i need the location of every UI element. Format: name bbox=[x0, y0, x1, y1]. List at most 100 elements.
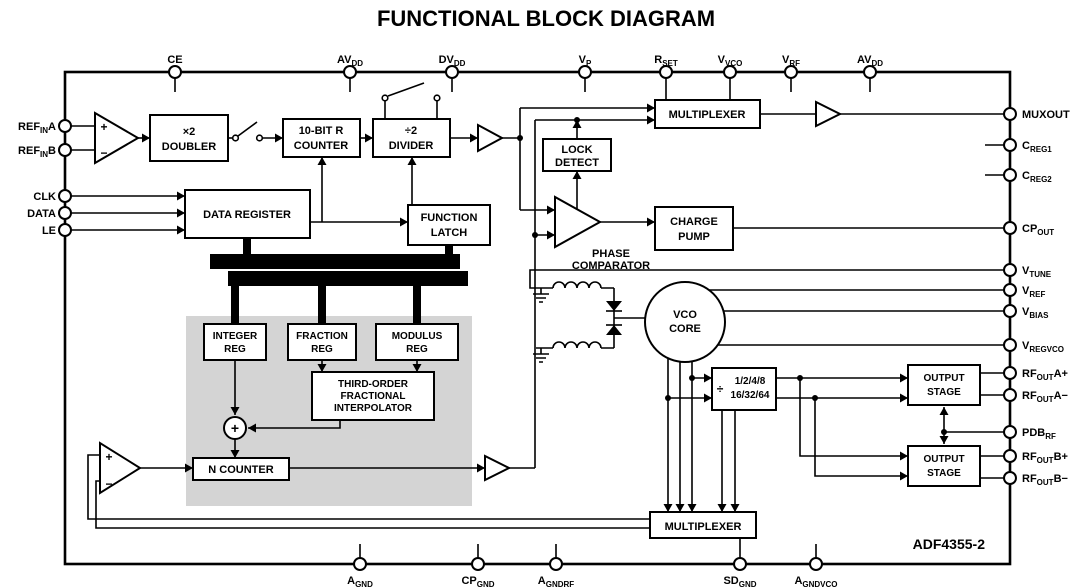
pin-ce bbox=[168, 65, 182, 79]
divider-switch-lever bbox=[387, 82, 425, 97]
pin-creg2 bbox=[1003, 168, 1017, 182]
function-latch-label: FUNCTION bbox=[421, 212, 478, 224]
block-output-stage-b bbox=[907, 445, 981, 487]
output-stage-a-label: STAGE bbox=[927, 387, 961, 398]
pin-vregvco bbox=[1003, 338, 1017, 352]
block-data-register bbox=[184, 189, 311, 239]
pin-cpgnd bbox=[471, 557, 485, 571]
doubler-label: ×2 bbox=[183, 126, 196, 138]
pin-label-vp: VP bbox=[579, 54, 592, 68]
r-path-buffer bbox=[477, 123, 505, 153]
pin-refin-b bbox=[58, 143, 72, 157]
pin-label-sdgnd: SDGND bbox=[723, 575, 756, 588]
ref-amp-minus-sign: − bbox=[100, 146, 107, 160]
pin-pdbrf bbox=[1003, 425, 1017, 439]
pin-label-refin-b: REFINB bbox=[18, 145, 56, 159]
data-bus bbox=[210, 238, 468, 324]
pin-label-vtune: VTUNE bbox=[1022, 265, 1052, 279]
junction-dot bbox=[797, 375, 803, 381]
multiplexer-top-label: MULTIPLEXER bbox=[669, 109, 746, 121]
varactor-diode-top bbox=[606, 301, 622, 311]
branch-to-stageb-wire-1 bbox=[799, 378, 908, 461]
n-path-buffer bbox=[484, 454, 512, 482]
vco-tank bbox=[533, 281, 646, 363]
phase-comparator-label: PHASE bbox=[592, 248, 630, 260]
blocks bbox=[94, 99, 981, 539]
diagram-title: FUNCTIONAL BLOCK DIAGRAM bbox=[377, 6, 715, 31]
pin-dvdd bbox=[445, 65, 459, 79]
pin-label-agnd: AGND bbox=[347, 575, 373, 588]
top-pin-stubs bbox=[174, 78, 871, 100]
creg-stubs bbox=[985, 144, 1004, 176]
pin-label-rfoutb-plus: RFOUTB+ bbox=[1022, 451, 1068, 465]
feedback-amp bbox=[99, 441, 142, 495]
pin-data bbox=[58, 206, 72, 220]
pin-agnd bbox=[353, 557, 367, 571]
pin-label-vbias: VBIAS bbox=[1022, 306, 1049, 320]
block-fraction-reg bbox=[287, 323, 357, 361]
ground-symbol-bottom bbox=[533, 348, 549, 363]
pin-label-creg2: CREG2 bbox=[1022, 170, 1052, 184]
phase-comparator-symbol bbox=[554, 195, 603, 249]
rf-divider-symbol: ÷ bbox=[717, 382, 724, 396]
ground-symbol-top bbox=[533, 288, 549, 303]
feedback-amp-minus-sign: − bbox=[105, 477, 112, 491]
doubler-switch-contact bbox=[231, 134, 240, 142]
block-interpolator bbox=[311, 371, 435, 421]
ref-input-amp bbox=[94, 111, 140, 165]
junction-dot bbox=[941, 429, 947, 435]
varactor-diode-bottom bbox=[606, 325, 622, 335]
pin-label-pdbrf: PDBRF bbox=[1022, 427, 1056, 441]
pin-label-rfoutb-minus: RFOUTB− bbox=[1022, 473, 1068, 487]
adder-symbol bbox=[223, 416, 247, 440]
pin-rfoutb-minus bbox=[1003, 471, 1017, 485]
pin-label-rset: RSET bbox=[654, 54, 678, 68]
pin-label-clk: CLK bbox=[33, 191, 56, 203]
pin-vbias bbox=[1003, 304, 1017, 318]
integer-reg-label: REG bbox=[224, 344, 246, 355]
pin-vp bbox=[578, 65, 592, 79]
pin-label-avdd-2: AVDD bbox=[857, 54, 883, 68]
divide-by-2-label: DIVIDER bbox=[389, 140, 434, 152]
inductor-bottom bbox=[552, 341, 614, 349]
block-r-counter bbox=[282, 118, 361, 158]
doubler-switch-contact bbox=[255, 134, 264, 142]
junction-dot bbox=[574, 117, 580, 123]
charge-pump-label: PUMP bbox=[678, 231, 710, 243]
pin-vvco bbox=[723, 65, 737, 79]
inductor-top bbox=[552, 281, 614, 289]
pin-label-vrf: VRF bbox=[782, 54, 800, 68]
pin-label-rfouta-minus: RFOUTA− bbox=[1022, 390, 1068, 404]
integer-reg-label: INTEGER bbox=[213, 331, 258, 342]
block-multiplexer-bottom bbox=[649, 511, 757, 539]
pin-vtune bbox=[1003, 263, 1017, 277]
output-stage-b-label: STAGE bbox=[927, 468, 961, 479]
pin-label-agndvco: AGNDVCO bbox=[794, 575, 837, 588]
pin-avdd-1 bbox=[343, 65, 357, 79]
pin-label-creg1: CREG1 bbox=[1022, 140, 1052, 154]
divider-switch-contact bbox=[433, 94, 441, 102]
pin-label-muxout: MUXOUT bbox=[1022, 109, 1070, 121]
pin-label-cpout: CPOUT bbox=[1022, 223, 1054, 237]
block-integer-reg bbox=[203, 323, 267, 361]
vco-core-label: CORE bbox=[669, 323, 701, 335]
pin-label-agndrf: AGNDRF bbox=[538, 575, 575, 588]
fraction-reg-label: REG bbox=[311, 344, 333, 355]
pin-label-le: LE bbox=[42, 225, 56, 237]
pin-rfouta-minus bbox=[1003, 388, 1017, 402]
block-n-counter bbox=[192, 457, 290, 481]
pin-clk bbox=[58, 189, 72, 203]
pin-agndrf bbox=[549, 557, 563, 571]
pin-sdgnd bbox=[733, 557, 747, 571]
pin-refin-a bbox=[58, 119, 72, 133]
junction-dot bbox=[532, 232, 538, 238]
output-stage-a-label: OUTPUT bbox=[923, 373, 964, 384]
block-output-stage-a bbox=[907, 364, 981, 406]
branch-to-stageb-wire-2 bbox=[814, 398, 908, 481]
pin-rfoutb-plus bbox=[1003, 449, 1017, 463]
pin-label-data: DATA bbox=[27, 208, 56, 220]
block-multiplexer-top bbox=[654, 99, 761, 129]
junction-dot bbox=[689, 375, 695, 381]
pin-label-vregvco: VREGVCO bbox=[1022, 340, 1064, 354]
